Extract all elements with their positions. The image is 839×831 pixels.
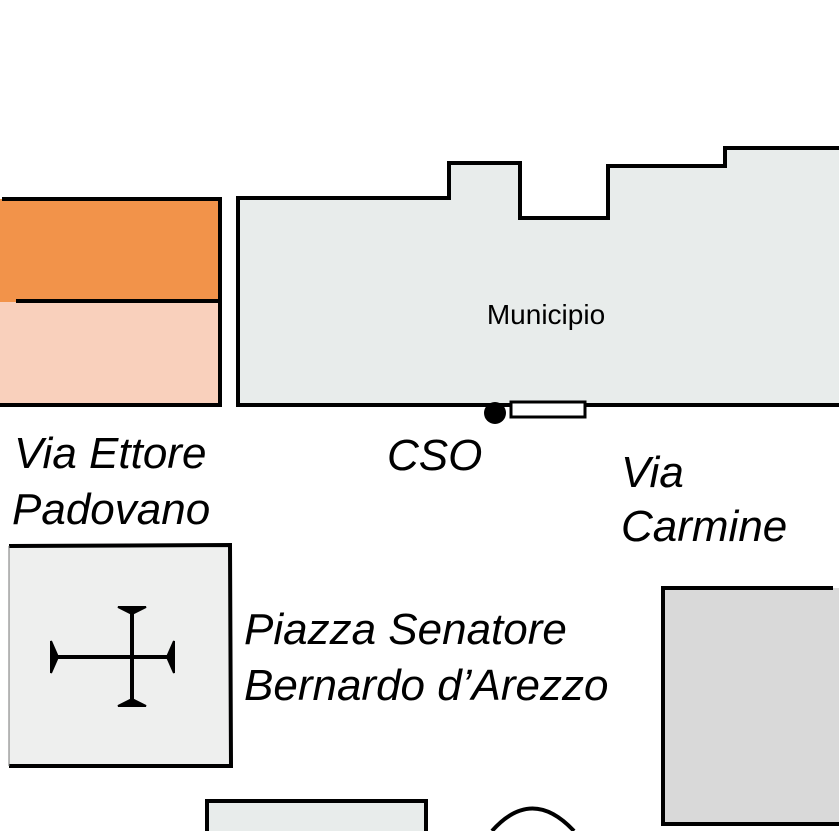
bottom-building-fill [207,801,426,831]
left-building [0,197,222,407]
piazza-label-line2: Bernardo d’Arezzo [244,661,608,710]
gray-building [661,586,839,826]
location-dot-icon [484,402,506,424]
church-building [8,542,234,768]
bottom-building-border [205,799,428,831]
municipio-outline [238,148,839,405]
via-carmine-label-line2: Carmine [621,502,787,551]
municipio-building: Municipio [236,146,839,407]
bottom-building [205,799,428,831]
municipio-border [236,146,839,405]
round-feature-arc [490,806,576,831]
church-border [8,542,234,768]
gray-building-border [661,586,839,826]
via-carmine-label-line1: Via [621,448,684,497]
cso-entrance-rect [509,400,587,419]
via-ettore-padovano-label-line1: Via Ettore [14,429,206,478]
municipio-label: Municipio [487,299,605,330]
cso-label: CSO [387,431,482,480]
gray-building-fill [663,588,839,824]
left-building-peach-part [0,302,220,406]
cso-marker: CSO [387,400,587,480]
cross-icon [50,606,175,707]
piazza-label-line1: Piazza Senatore [244,605,567,654]
via-ettore-padovano-label-line2: Padovano [12,485,210,534]
left-building-orange-part [0,199,220,302]
